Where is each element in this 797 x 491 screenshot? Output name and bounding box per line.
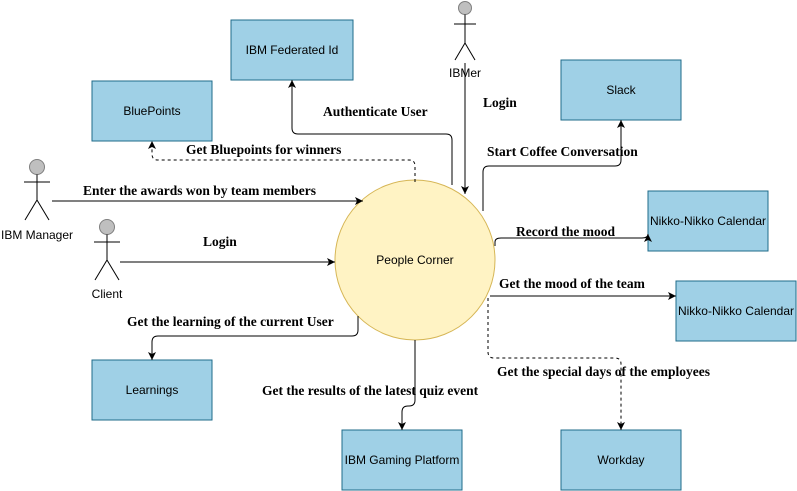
record-mood-label: Record the mood xyxy=(516,224,615,239)
learnings-box[interactable]: Learnings xyxy=(91,359,213,421)
ibmer-actor-icon xyxy=(454,1,476,61)
bluepoints-label: BluePoints xyxy=(123,104,180,118)
ibm-federated-id-box[interactable]: IBM Federated Id xyxy=(230,19,354,81)
slack-label: Slack xyxy=(606,83,636,97)
awards-label: Enter the awards won by team members xyxy=(83,183,316,198)
nikko-calendar-label-1: Nikko-Nikko Calendar xyxy=(650,214,766,228)
team-mood-label: Get the mood of the team xyxy=(499,276,646,291)
bluepoints-edge-label: Get Bluepoints for winners xyxy=(186,142,341,157)
people-corner-label: People Corner xyxy=(376,253,453,267)
client-login-label: Login xyxy=(203,234,237,249)
ibm-federated-id-label: IBM Federated Id xyxy=(246,43,339,57)
ibm-gaming-platform-box[interactable]: IBM Gaming Platform xyxy=(341,429,463,491)
client-actor[interactable]: Client xyxy=(92,219,123,302)
client-label: Client xyxy=(92,287,123,301)
ibm-manager-actor[interactable]: IBM Manager xyxy=(1,159,73,243)
bluepoints-box[interactable]: BluePoints xyxy=(91,80,213,142)
ibm-gaming-platform-label: IBM Gaming Platform xyxy=(345,453,460,467)
nikko-calendar-box-2[interactable]: Nikko-Nikko Calendar xyxy=(675,280,797,342)
record-mood-edge xyxy=(494,233,652,246)
slack-box[interactable]: Slack xyxy=(560,59,682,121)
quiz-results-edge xyxy=(398,340,416,430)
people-corner-node[interactable]: People Corner xyxy=(334,179,496,341)
nikko-calendar-label-2: Nikko-Nikko Calendar xyxy=(678,304,794,318)
ibm-manager-actor-icon xyxy=(24,159,50,221)
nikko-calendar-box-1[interactable]: Nikko-Nikko Calendar xyxy=(647,190,769,252)
special-days-label: Get the special days of the employees xyxy=(497,364,710,379)
coffee-conversation-label: Start Coffee Conversation xyxy=(487,144,638,159)
client-actor-icon xyxy=(94,219,120,281)
special-days-edge xyxy=(487,298,625,430)
learning-label: Get the learning of the current User xyxy=(127,314,334,329)
ibm-manager-label: IBM Manager xyxy=(1,228,73,242)
quiz-results-label: Get the results of the latest quiz event xyxy=(262,383,479,398)
ibmer-login-label: Login xyxy=(483,95,517,110)
coffee-conversation-edge xyxy=(482,120,625,211)
learning-edge xyxy=(148,316,359,360)
workday-label: Workday xyxy=(597,453,644,467)
workday-box[interactable]: Workday xyxy=(560,429,682,491)
authenticate-user-edge xyxy=(288,80,453,185)
bluepoints-edge xyxy=(148,141,416,182)
learnings-label: Learnings xyxy=(126,383,179,397)
authenticate-user-label: Authenticate User xyxy=(323,104,428,119)
